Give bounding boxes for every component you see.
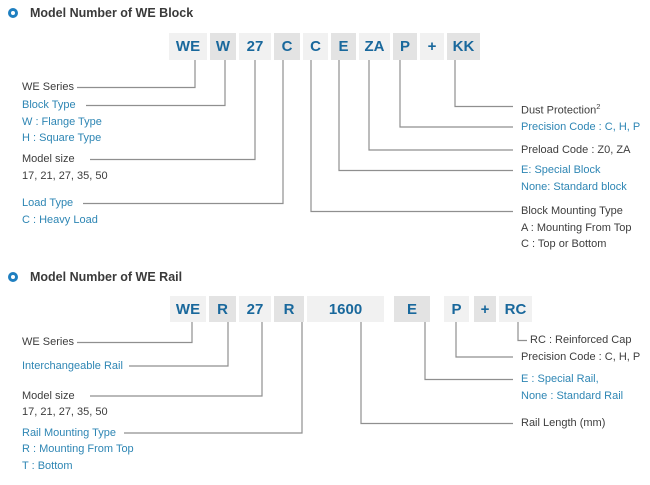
label-block-mounting-a: A : Mounting From Top bbox=[521, 221, 632, 234]
connector-rail-mounting-type bbox=[124, 322, 303, 434]
block-code-segment-plus: + bbox=[420, 33, 444, 60]
dust-protection-footnote-ref: 2 bbox=[596, 102, 601, 111]
label-block-dust-protection: Dust Protection2 bbox=[521, 100, 600, 118]
rail-section-header: Model Number of WE Rail bbox=[8, 270, 182, 284]
label-block-mounting-type: Block Mounting Type bbox=[521, 205, 623, 217]
connector-rail-special-rail bbox=[424, 322, 513, 381]
label-block-standard: None: Standard block bbox=[521, 180, 627, 193]
rail-code-segment-we: WE bbox=[170, 296, 206, 322]
label-block-precision-code: Precision Code : C, H, P bbox=[521, 120, 641, 133]
connector-block-model-size bbox=[90, 60, 256, 161]
connector-block-preload-code bbox=[368, 60, 513, 151]
rail-code-segment-e: E bbox=[394, 296, 430, 322]
label-rail-model-size-values: 17, 21, 27, 35, 50 bbox=[22, 406, 108, 418]
block-code-segment-kk: KK bbox=[447, 33, 480, 60]
connector-block-type bbox=[86, 60, 226, 107]
rail-code-segment-p: P bbox=[444, 296, 469, 322]
block-code-segment-c1: C bbox=[274, 33, 300, 60]
label-rail-model-size: Model size bbox=[22, 389, 75, 402]
label-rail-reinforced-cap: RC : Reinforced Cap bbox=[530, 334, 632, 346]
label-block-type-w: W : Flange Type bbox=[22, 115, 102, 128]
dust-protection-text: Dust Protection bbox=[521, 104, 597, 117]
block-code-segment-e: E bbox=[331, 33, 356, 60]
block-section-title: Model Number of WE Block bbox=[30, 6, 194, 20]
label-rail-we-series: WE Series bbox=[22, 336, 74, 348]
rail-section-title: Model Number of WE Rail bbox=[30, 270, 183, 284]
connector-block-precision-code bbox=[399, 60, 513, 128]
rail-code-segment-r1: R bbox=[209, 296, 236, 322]
connector-rail-precision-code bbox=[455, 322, 513, 358]
label-block-load-type: Load Type bbox=[22, 197, 74, 209]
rail-code-segment-rc: RC bbox=[499, 296, 532, 322]
bullet-circle-icon bbox=[8, 8, 18, 18]
label-rail-interchangeable: Interchangeable Rail bbox=[22, 359, 123, 372]
bullet-circle-icon bbox=[8, 272, 18, 282]
block-code-segment-p: P bbox=[393, 33, 417, 60]
connector-block-special-block bbox=[338, 60, 513, 172]
label-block-model-size-values: 17, 21, 27, 35, 50 bbox=[22, 169, 108, 182]
label-rail-mounting-r: R : Mounting From Top bbox=[22, 443, 134, 455]
label-rail-length: Rail Length (mm) bbox=[521, 417, 606, 429]
label-block-mounting-c: C : Top or Bottom bbox=[521, 238, 607, 250]
label-rail-mounting-type: Rail Mounting Type bbox=[22, 426, 116, 439]
block-code-segment-za: ZA bbox=[359, 33, 390, 60]
rail-code-segment-plus: + bbox=[474, 296, 496, 322]
rail-code-segment-1600: 1600 bbox=[307, 296, 384, 322]
block-code-segment-we: WE bbox=[169, 33, 207, 60]
block-code-segment-w: W bbox=[210, 33, 236, 60]
label-rail-standard: None : Standard Rail bbox=[521, 389, 624, 402]
connector-block-mounting-type bbox=[310, 60, 513, 213]
label-block-type: Block Type bbox=[22, 99, 76, 111]
label-block-preload-code: Preload Code : Z0, ZA bbox=[521, 143, 631, 156]
rail-code-segment-r2: R bbox=[274, 296, 304, 322]
connector-block-we-series bbox=[77, 60, 196, 89]
rail-code-segment-27: 27 bbox=[239, 296, 271, 322]
label-rail-mounting-t: T : Bottom bbox=[22, 459, 73, 472]
label-rail-precision-code: Precision Code : C, H, P bbox=[521, 350, 641, 363]
connector-block-dust-protection bbox=[454, 60, 513, 108]
connector-rail-interchangeable bbox=[129, 322, 229, 367]
block-code-segment-c2: C bbox=[303, 33, 328, 60]
label-block-we-series: WE Series bbox=[22, 81, 74, 93]
connector-rail-we-series bbox=[77, 322, 193, 344]
connector-rail-reinforced-cap bbox=[517, 322, 527, 342]
label-rail-special: E : Special Rail, bbox=[521, 373, 599, 385]
label-block-special: E: Special Block bbox=[521, 164, 601, 176]
block-code-segment-27: 27 bbox=[239, 33, 271, 60]
connector-block-load-type bbox=[83, 60, 284, 205]
label-block-model-size: Model size bbox=[22, 153, 75, 165]
label-block-load-type-c: C : Heavy Load bbox=[22, 213, 98, 226]
block-section-header: Model Number of WE Block bbox=[8, 6, 193, 20]
connector-rail-length bbox=[360, 322, 513, 425]
label-block-type-h: H : Square Type bbox=[22, 132, 102, 144]
